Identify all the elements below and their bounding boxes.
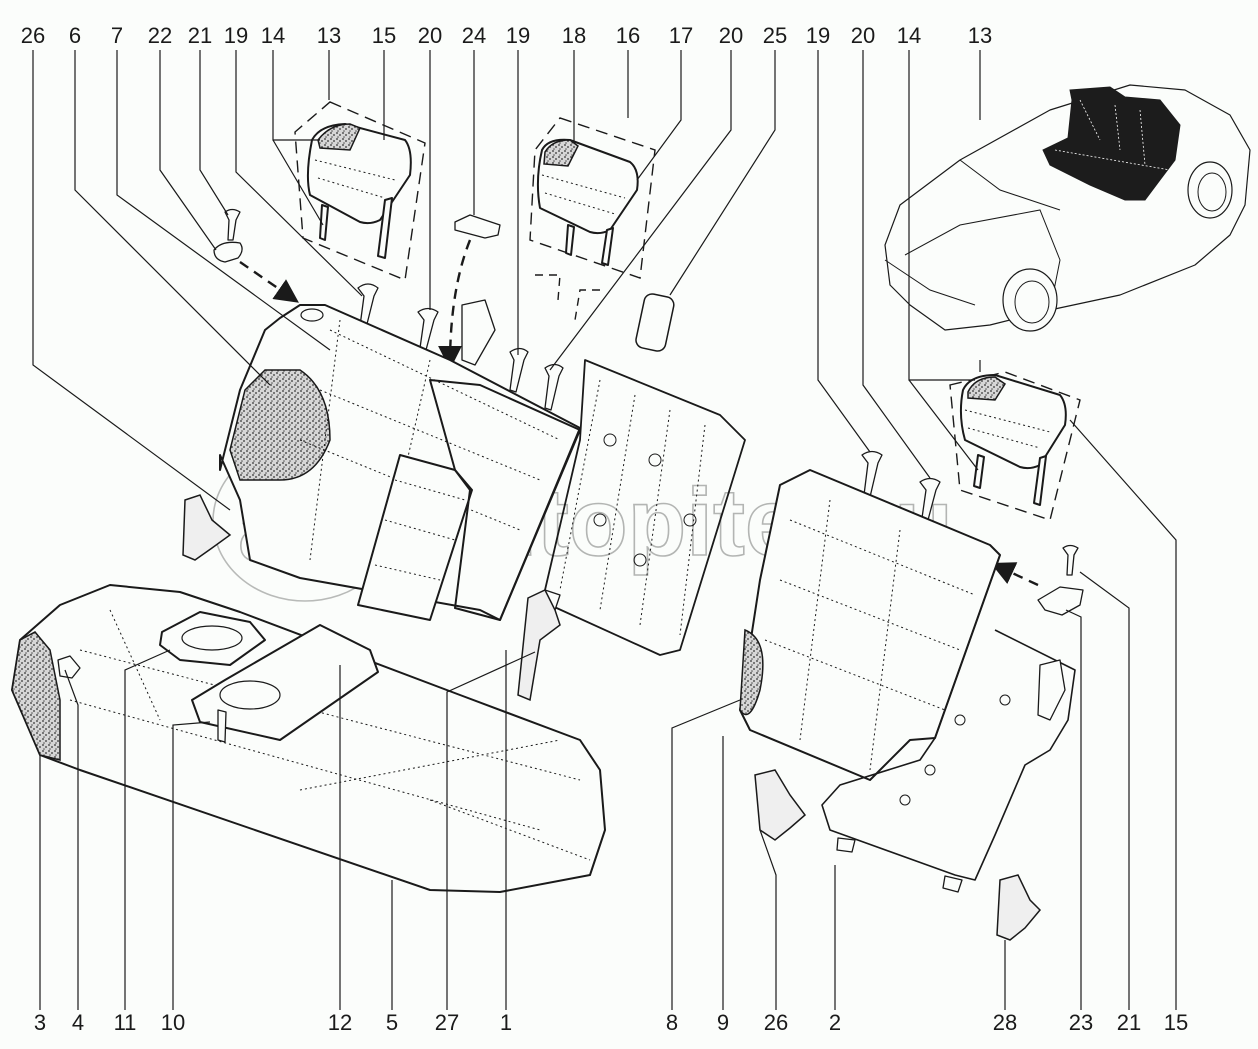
callout-21: 21 bbox=[188, 23, 212, 48]
rear-wheel bbox=[1187, 161, 1233, 219]
callout-16: 16 bbox=[616, 23, 640, 48]
armrest[interactable] bbox=[191, 624, 379, 741]
callout-23: 23 bbox=[1069, 1010, 1093, 1035]
top-callouts: 26 6 7 22 21 19 14 13 15 20 24 19 18 16 17 20 25 19 20 14 13 bbox=[21, 23, 992, 48]
callout-14: 14 bbox=[261, 23, 285, 48]
callout-13: 13 bbox=[968, 23, 992, 48]
seat-cushion[interactable] bbox=[11, 584, 606, 893]
callout-26: 26 bbox=[21, 23, 45, 48]
armrest-hatch[interactable] bbox=[357, 454, 473, 621]
center-headrest-group bbox=[529, 117, 656, 321]
callout-22: 22 bbox=[148, 23, 172, 48]
callout-28: 28 bbox=[993, 1010, 1017, 1035]
callout-5: 5 bbox=[386, 1010, 398, 1035]
lock-button-trim-right[interactable] bbox=[1037, 586, 1084, 616]
car-thumbnail bbox=[884, 84, 1251, 332]
right-headrest-group bbox=[949, 371, 1081, 521]
hinge-bracket-left[interactable] bbox=[182, 494, 232, 561]
callout-19: 19 bbox=[506, 23, 530, 48]
callout-1: 1 bbox=[500, 1010, 512, 1035]
callout-14: 14 bbox=[897, 23, 921, 48]
callout-12: 12 bbox=[328, 1010, 352, 1035]
callout-19: 19 bbox=[224, 23, 248, 48]
callout-8: 8 bbox=[666, 1010, 678, 1035]
callout-27: 27 bbox=[435, 1010, 459, 1035]
highlighted-rear-seat bbox=[1042, 86, 1181, 201]
callout-19: 19 bbox=[806, 23, 830, 48]
lock-button-right[interactable] bbox=[1062, 544, 1079, 576]
callout-6: 6 bbox=[69, 23, 81, 48]
callout-20: 20 bbox=[851, 23, 875, 48]
callout-13: 13 bbox=[317, 23, 341, 48]
left-seat-back-frame[interactable] bbox=[461, 299, 746, 656]
cushion-side-pad bbox=[11, 631, 61, 761]
left-seat-back[interactable] bbox=[219, 304, 581, 621]
belt-buckle-trim[interactable] bbox=[635, 292, 676, 352]
seat-back-side-pad bbox=[229, 369, 331, 481]
callout-21: 21 bbox=[1117, 1010, 1141, 1035]
lock-button-left[interactable] bbox=[224, 208, 241, 241]
callout-4: 4 bbox=[72, 1010, 84, 1035]
headrest-lock[interactable] bbox=[417, 307, 439, 351]
callout-3: 3 bbox=[34, 1010, 46, 1035]
belt-guide-trim[interactable] bbox=[454, 214, 501, 239]
callout-2: 2 bbox=[829, 1010, 841, 1035]
assembly-arrows bbox=[239, 239, 1039, 587]
callout-15: 15 bbox=[372, 23, 396, 48]
hinge-bracket-far-right[interactable] bbox=[996, 874, 1042, 941]
callout-18: 18 bbox=[562, 23, 586, 48]
front-wheel bbox=[1002, 268, 1058, 332]
callout-9: 9 bbox=[717, 1010, 729, 1035]
callout-24: 24 bbox=[462, 23, 486, 48]
hinge-bracket-right-low[interactable] bbox=[754, 769, 807, 841]
callout-17: 17 bbox=[669, 23, 693, 48]
cushion-clip[interactable] bbox=[57, 655, 81, 679]
headrest-bushing[interactable] bbox=[509, 347, 529, 393]
right-seat-back-frame[interactable] bbox=[821, 554, 1076, 893]
callout-10: 10 bbox=[161, 1010, 185, 1035]
right-seat-back-side-pad bbox=[739, 628, 764, 716]
callout-20: 20 bbox=[719, 23, 743, 48]
headrest-lock[interactable] bbox=[544, 363, 564, 411]
callout-7: 7 bbox=[111, 23, 123, 48]
hinge-brackets bbox=[182, 494, 1042, 941]
callout-11: 11 bbox=[114, 1010, 137, 1035]
right-seat-back[interactable] bbox=[739, 469, 1001, 781]
callout-20: 20 bbox=[418, 23, 442, 48]
leader-lines bbox=[32, 50, 1177, 1010]
callout-15: 15 bbox=[1164, 1010, 1188, 1035]
callout-25: 25 bbox=[763, 23, 787, 48]
hinge-bracket-center[interactable] bbox=[517, 589, 561, 702]
left-headrest-group bbox=[294, 101, 426, 281]
callout-26: 26 bbox=[764, 1010, 788, 1035]
lock-button-trim-left[interactable] bbox=[213, 241, 243, 263]
